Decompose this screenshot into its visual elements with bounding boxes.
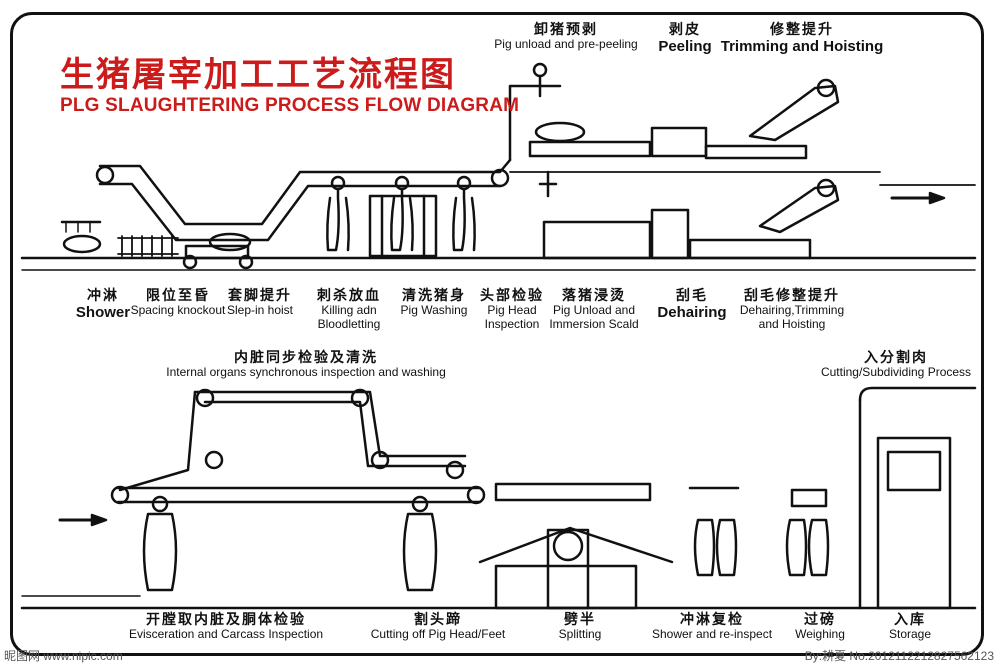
watermark-right: By:耕夏 No.20121122128275621​23 [804,649,994,663]
row1-rail-bottom [98,182,502,242]
shower-nozzles [65,221,91,233]
upper-hook [532,62,548,78]
upper-hanger-rail [508,84,562,162]
hanging-pig-2 [390,175,414,252]
organ-loop-inner [203,400,467,468]
hanging-pig-3 [452,175,476,252]
trim-hoist-arm [748,84,840,142]
watermark-left: 昵图网 www.nipic.com [4,649,123,663]
organ-loop-left [118,390,197,492]
rail-wheel-2 [490,168,510,188]
pig-shower [62,234,102,254]
hoist-conveyor [184,244,250,260]
storage-roof [858,386,977,402]
hanging-pig-1 [326,175,350,252]
row2-conveyor [116,486,482,504]
split-blade [552,530,584,562]
pig-pre-peel [534,121,586,143]
storage-window [886,450,942,492]
scale-box [790,488,828,508]
row1-rail-top [98,158,512,226]
split-base [494,564,638,610]
dehair-conveyor [688,238,812,260]
carcass-2 [402,495,438,592]
reinspect-carcasses [693,518,738,577]
diagram-frame [10,12,984,656]
pig-hoist [208,232,252,252]
dehairing-machine [650,208,690,260]
scald-tank [542,220,652,260]
organ-loop-top [193,390,467,458]
spacing-fence [117,235,179,257]
storage-building [876,436,952,610]
title-cn: 生猪屠宰加工工艺流程图 [60,55,456,95]
split-roof [478,526,674,564]
peeling-machine [650,126,708,158]
pre-peel-conveyor [528,140,652,158]
trim-conveyor [704,144,808,160]
dehair-hoist-arm [758,184,840,234]
weighing-carcasses [785,518,830,577]
carcass-1 [142,495,178,592]
split-conveyor [494,482,652,502]
rail-wheel-1 [95,165,115,185]
title-en: PLG SLAUGHTERING PROCESS FLOW DIAGRAM [60,95,520,116]
